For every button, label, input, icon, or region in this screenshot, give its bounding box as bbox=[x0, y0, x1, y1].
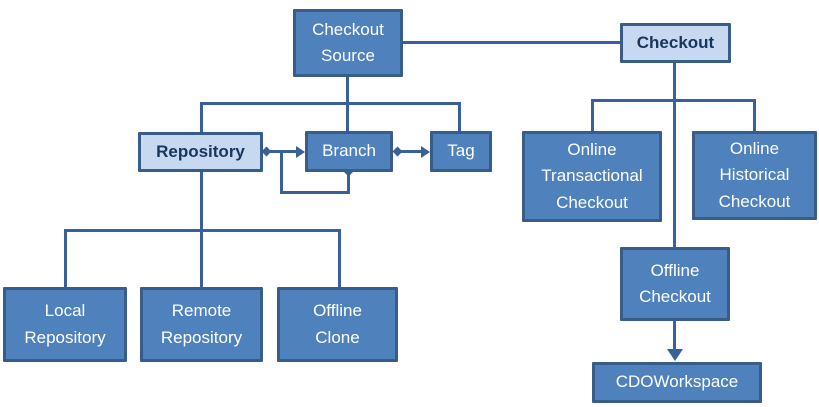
connector-repository-branch bbox=[267, 150, 299, 153]
containment-diamond-branch-tag-icon bbox=[392, 146, 403, 157]
node-cdo-workspace: CDOWorkspace bbox=[592, 362, 762, 403]
node-remote-repository: Remote Repository bbox=[140, 287, 263, 362]
connector-drop-offlineclone bbox=[338, 229, 341, 287]
connector-drop-onlinetransactional bbox=[591, 99, 594, 132]
connector-branch-selfloop-bottom bbox=[280, 191, 350, 194]
connector-drop-remoterepository bbox=[200, 229, 203, 287]
connector-rail-source-children bbox=[200, 102, 461, 105]
node-local-repository: Local Repository bbox=[3, 287, 127, 362]
connector-checkout-stem bbox=[673, 63, 676, 102]
connector-repository-stem bbox=[200, 172, 203, 232]
arrowhead-into-cdoworkspace-icon bbox=[667, 349, 683, 361]
connector-drop-onlinehistorical bbox=[753, 99, 756, 132]
containment-diamond-repository-icon bbox=[261, 146, 272, 157]
connector-offlinecheckout-cdoworkspace bbox=[673, 321, 676, 352]
node-checkout: Checkout bbox=[620, 23, 731, 63]
node-offline-checkout: Offline Checkout bbox=[620, 247, 730, 321]
connector-drop-tag bbox=[458, 102, 461, 132]
node-online-transactional-checkout: Online Transactional Checkout bbox=[522, 131, 662, 222]
connector-drop-repository bbox=[200, 102, 203, 133]
connector-branch-selfloop-left bbox=[280, 150, 283, 194]
connector-branch-selfloop-right bbox=[347, 174, 350, 194]
connector-drop-branch bbox=[346, 102, 349, 132]
node-checkout-source: Checkout Source bbox=[293, 9, 403, 77]
node-branch: Branch bbox=[305, 131, 393, 172]
connector-branch-tag bbox=[399, 150, 423, 153]
node-tag: Tag bbox=[430, 131, 492, 172]
node-online-historical-checkout: Online Historical Checkout bbox=[692, 131, 817, 220]
connector-checkoutsource-stem bbox=[346, 77, 349, 105]
connector-drop-offlinecheckout bbox=[673, 99, 676, 247]
connector-checkoutsource-checkout bbox=[403, 41, 620, 44]
arrowhead-into-branch-icon bbox=[296, 146, 305, 158]
connector-drop-localrepository bbox=[64, 229, 67, 287]
node-offline-clone: Offline Clone bbox=[277, 287, 398, 362]
node-repository: Repository bbox=[138, 132, 263, 172]
arrowhead-into-tag-icon bbox=[421, 146, 430, 158]
